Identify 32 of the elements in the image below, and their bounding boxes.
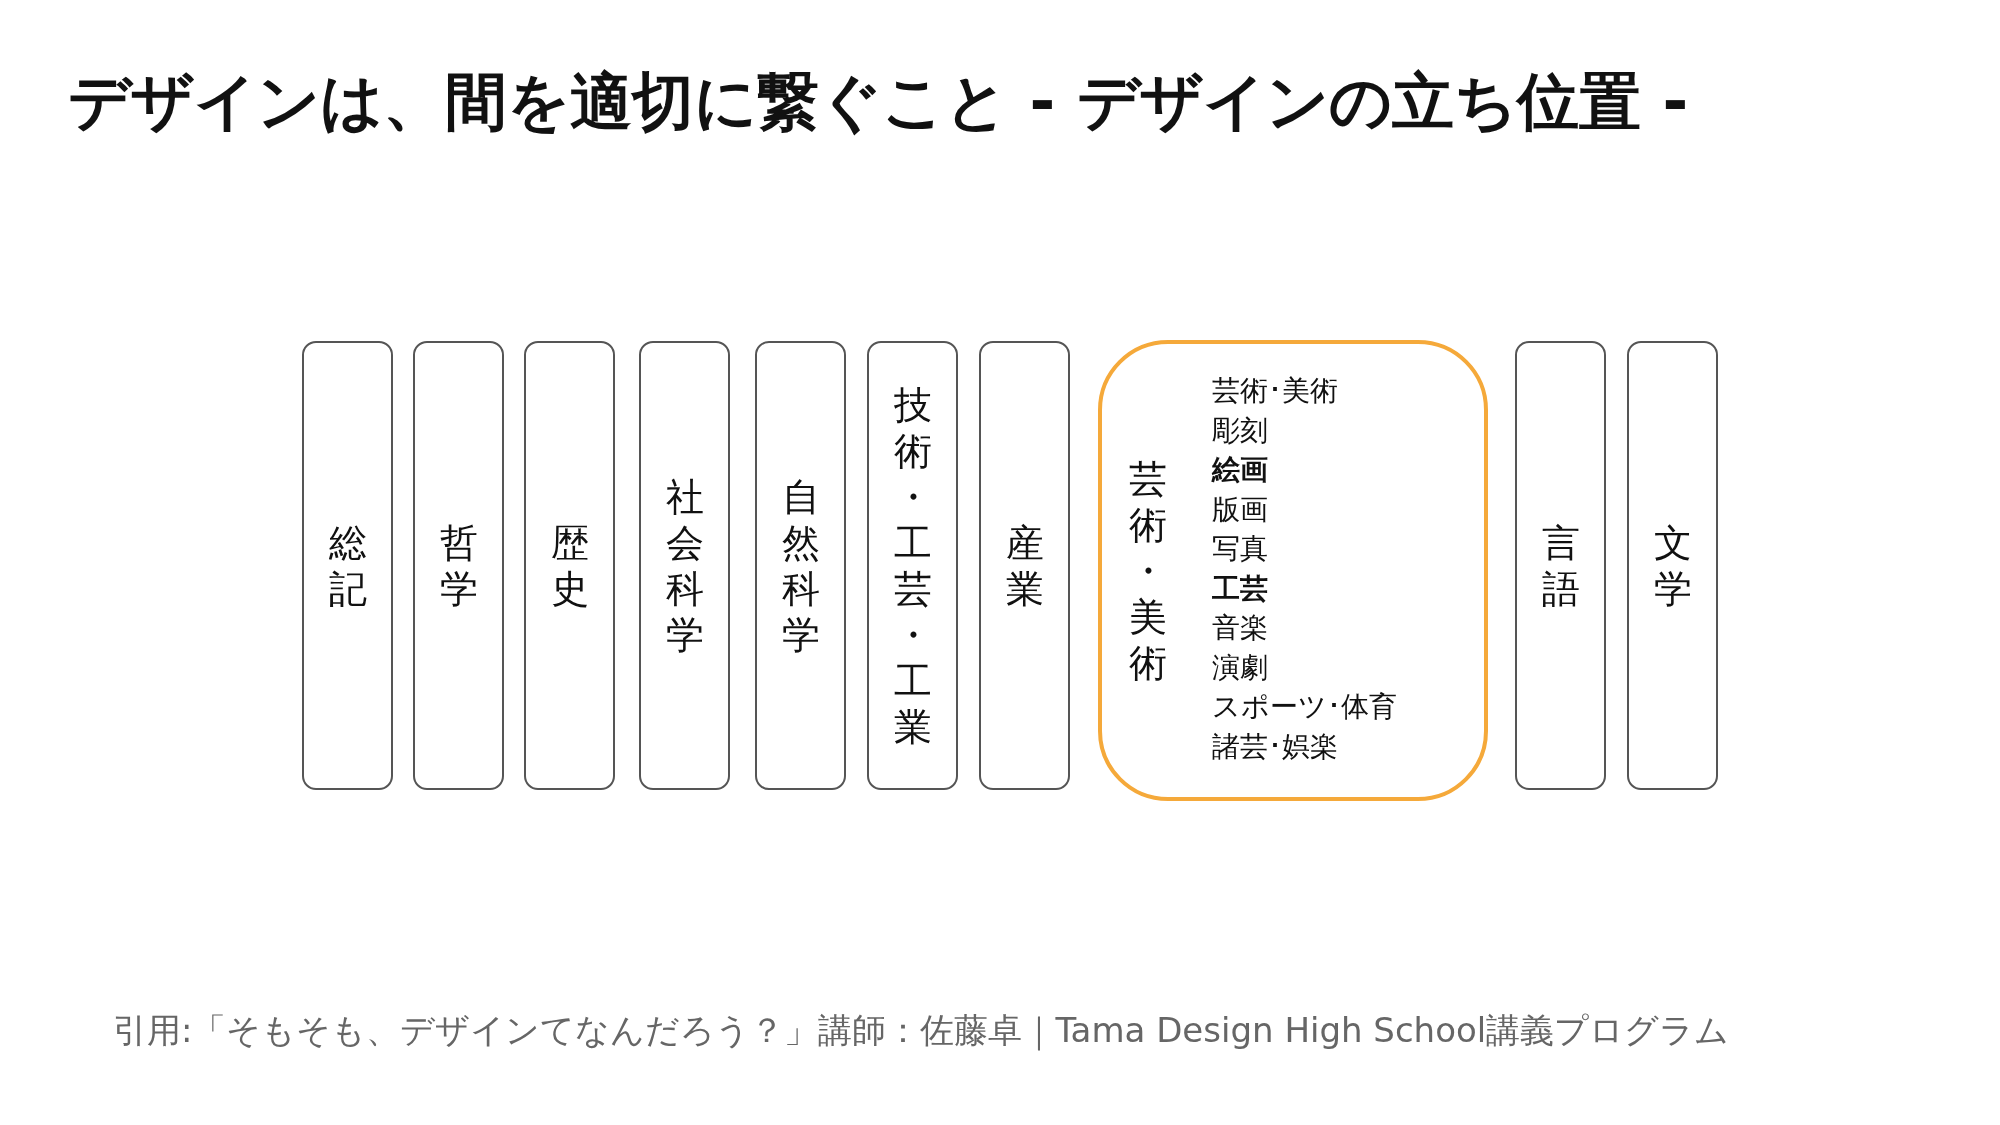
list-item: 写真 bbox=[1212, 531, 1268, 567]
list-item: 版画 bbox=[1212, 491, 1268, 528]
category-label: 自然科学 bbox=[780, 473, 821, 658]
list-item: 音楽 bbox=[1212, 610, 1268, 646]
category-column bbox=[755, 341, 846, 790]
category-column bbox=[979, 341, 1070, 790]
category-column bbox=[1515, 341, 1606, 790]
category-label: 社会科学 bbox=[664, 473, 705, 658]
category-label: 言語 bbox=[1540, 519, 1581, 612]
category-column bbox=[867, 341, 958, 790]
category-column bbox=[1627, 341, 1718, 790]
category-column bbox=[639, 341, 730, 790]
category-heading: 芸術・美術 bbox=[1128, 455, 1168, 686]
list-item: 芸術･美術 bbox=[1212, 373, 1338, 409]
category-label: 文学 bbox=[1652, 519, 1693, 612]
citation-text: 引用:「そもそも、デザインてなんだろう？」講師：佐藤卓｜Tama Design High School講義プログラム bbox=[113, 1009, 1730, 1053]
category-label: 歴史 bbox=[549, 519, 590, 612]
list-item: 演劇 bbox=[1212, 649, 1268, 686]
category-column bbox=[302, 341, 393, 790]
list-item: 工芸 bbox=[1212, 570, 1268, 607]
category-column bbox=[524, 341, 615, 790]
title: デザインは、間を適切に繋ぐこと - デザインの立ち位置 - bbox=[68, 64, 1689, 140]
category-label: 産業 bbox=[1004, 519, 1045, 612]
category-label: 技術・工芸・工業 bbox=[892, 381, 933, 750]
category-label: 哲学 bbox=[438, 519, 479, 612]
list-item: 諸芸･娯楽 bbox=[1212, 728, 1338, 765]
category-label: 総記 bbox=[327, 519, 368, 612]
list-item: スポーツ･体育 bbox=[1212, 689, 1397, 725]
category-box bbox=[1098, 340, 1488, 801]
category-column bbox=[413, 341, 504, 790]
list-item: 絵画 bbox=[1212, 452, 1268, 488]
list-item: 彫刻 bbox=[1212, 412, 1268, 449]
